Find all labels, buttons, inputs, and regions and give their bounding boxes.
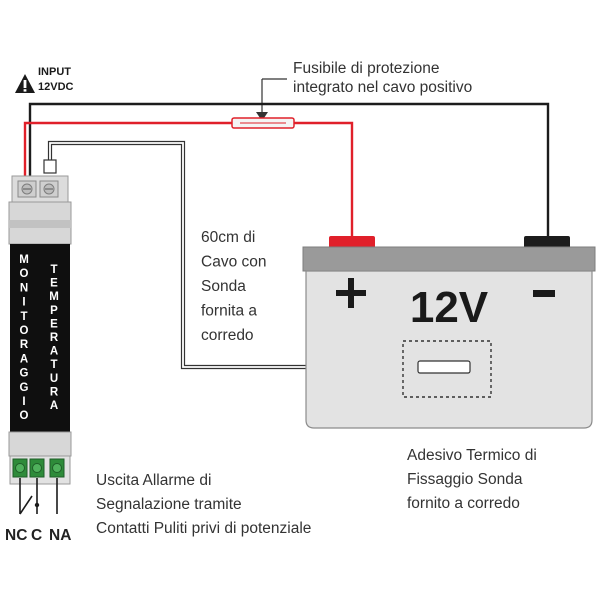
module-letter: P — [50, 305, 58, 317]
terminal-screw-icon — [52, 463, 62, 473]
contact-nc-label: NC — [5, 527, 27, 544]
terminal-screw-icon — [15, 463, 25, 473]
terminal-screw-icon — [32, 463, 42, 473]
module-letter: O — [20, 325, 29, 337]
module-letter: E — [50, 278, 58, 290]
module-letter: O — [20, 410, 29, 422]
battery-lid — [302, 246, 596, 272]
alarm-note-line: Uscita Allarme di — [96, 472, 211, 489]
alarm-output-note: Uscita Allarme di Segnalazione tramiteCon… — [96, 472, 311, 537]
module-letter: A — [20, 353, 28, 365]
temperature-probe — [417, 360, 471, 374]
module-letter: M — [19, 254, 29, 266]
alarm-note-line: Contatti Puliti privi di potenziale — [96, 520, 311, 537]
module-letter: T — [50, 264, 57, 276]
module-letter: T — [20, 311, 27, 323]
module-letter: R — [50, 332, 59, 344]
battery-case — [305, 270, 593, 429]
adhesive-pad-area — [402, 340, 492, 398]
negative-terminal — [524, 236, 570, 249]
input-voltage-label: 12VDC — [38, 81, 74, 93]
module-letter: I — [22, 396, 25, 408]
fuse-note-line-2: integrato nel cavo positivo — [293, 79, 472, 96]
cable-note-line: fornita a — [201, 303, 257, 320]
battery-voltage: 12V — [410, 283, 489, 332]
alarm-note-line: Segnalazione tramite — [96, 496, 242, 513]
adhesive-note-line: Adesivo Termico di — [407, 447, 537, 464]
module-letter: N — [20, 282, 28, 294]
input-label: INPUT — [38, 66, 71, 78]
module-letter: M — [49, 291, 59, 303]
module-letter: G — [20, 382, 29, 394]
adhesive-note-line: Fissaggio Sonda — [407, 471, 523, 488]
module-letter: O — [20, 268, 29, 280]
positive-terminal — [329, 236, 375, 249]
cable-note-line: corredo — [201, 327, 254, 344]
module-letter: R — [20, 339, 29, 351]
cable-note-line: Cavo con — [201, 254, 266, 271]
cable-note-line: 60cm di — [201, 229, 255, 246]
din-rail-module — [8, 175, 72, 485]
positive-wire — [23, 121, 354, 238]
module-letter: I — [22, 297, 25, 309]
relay-contact-wires — [19, 478, 58, 515]
fuse-arrow-icon — [256, 112, 268, 121]
cable-note-line: Sonda — [201, 278, 246, 295]
module-letter: R — [50, 386, 59, 398]
probe-connector — [43, 159, 57, 174]
battery: 12V — [302, 236, 596, 429]
minus-sign-icon — [533, 290, 555, 297]
module-letter: A — [50, 400, 58, 412]
negative-wire — [28, 102, 550, 240]
adhesive-note-line: fornito a corredo — [407, 495, 520, 512]
module-letter: A — [50, 346, 58, 358]
contact-c-label: C — [31, 527, 42, 544]
module-letter: U — [50, 373, 58, 385]
module-letter: G — [20, 368, 29, 380]
module-letter: T — [50, 359, 57, 371]
adhesive-note: Adesivo Termico di Fissaggio Sonda fornito… — [407, 447, 537, 512]
output-terminal-block — [12, 458, 65, 478]
fuse-note-line-1: Fusibile di protezione — [293, 60, 439, 77]
module-letter: E — [50, 318, 58, 330]
warning-triangle-icon — [15, 74, 35, 93]
contact-na-label: NA — [49, 527, 71, 544]
